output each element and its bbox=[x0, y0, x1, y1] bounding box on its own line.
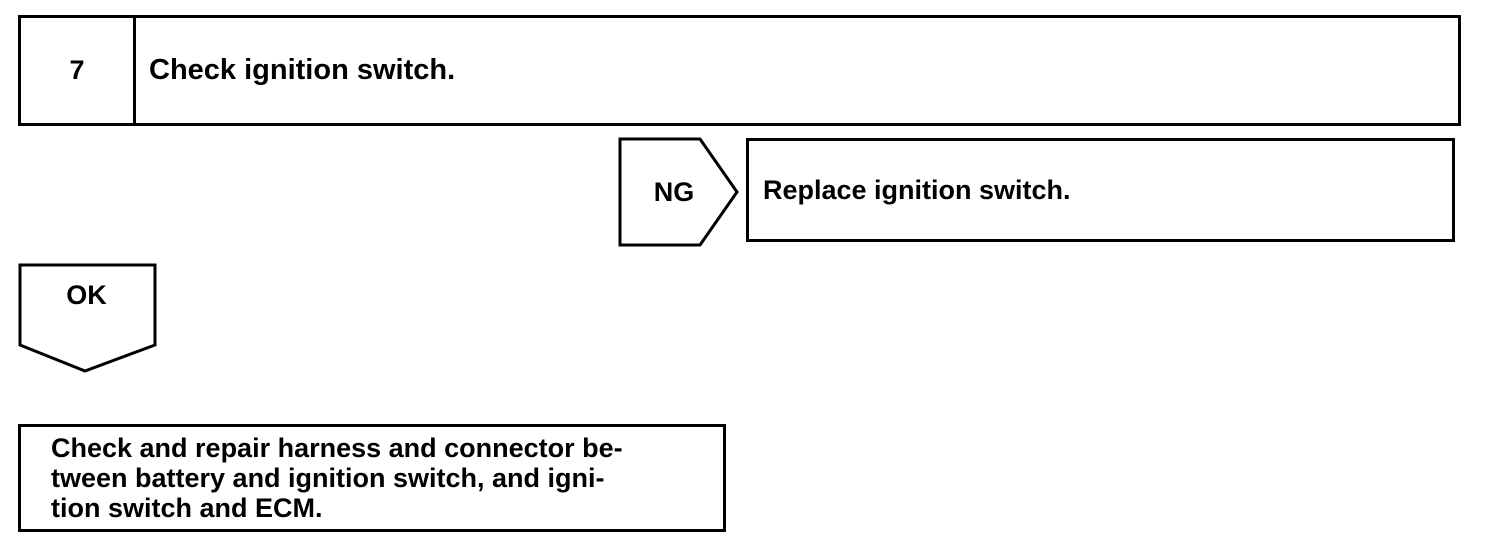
ng-action-text: Replace ignition switch. bbox=[763, 174, 1071, 205]
ok-action-box: Check and repair harness and connector b… bbox=[18, 424, 726, 532]
ok-arrow-shape bbox=[18, 263, 157, 373]
step-title: Check ignition switch. bbox=[149, 54, 456, 86]
ng-label: NG bbox=[653, 176, 695, 207]
step-box: 7 Check ignition switch. bbox=[18, 15, 1461, 126]
ok-label: OK bbox=[66, 280, 107, 310]
ng-action-box: Replace ignition switch. bbox=[746, 138, 1455, 242]
step-number: 7 bbox=[21, 18, 136, 123]
ng-arrow-shape bbox=[618, 137, 739, 247]
